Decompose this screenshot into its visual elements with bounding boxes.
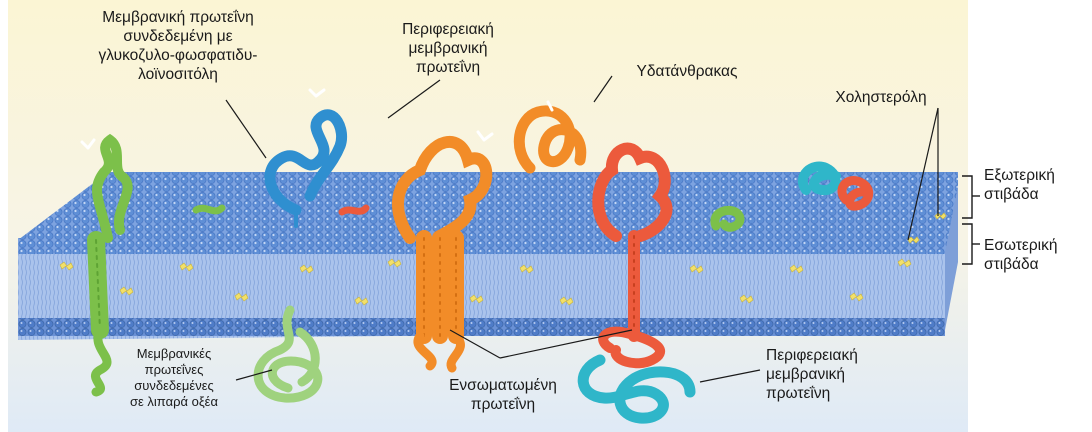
inner-leaflet-front-heads (18, 318, 945, 336)
label-outer-leaflet: Εξωτερική στιβάδα (984, 166, 1090, 204)
peripheral-protein-cyan-right (803, 167, 836, 191)
label-gpi-protein: Μεμβρανική πρωτεΐνη συνδεδεμένη με γλυκο… (60, 8, 296, 84)
peripheral-protein-red-right (842, 181, 869, 207)
label-fatty-acid-proteins: Μεμβρανικές πρωτεΐνες συνδεδεμένες σε λι… (112, 346, 236, 410)
label-peripheral-protein-top: Περιφερειακή μεμβρανική πρωτεΐνη (388, 20, 508, 77)
small-red-protein-left (342, 208, 366, 212)
label-inner-leaflet: Εσωτερική στιβάδα (984, 236, 1090, 274)
small-green-protein (196, 208, 222, 211)
label-cholesterol: Χοληστερόλη (806, 88, 956, 107)
label-integral-protein: Ενσωματωμένη πρωτεΐνη (428, 376, 578, 414)
label-carbohydrate: Υδατάνθρακας (612, 62, 762, 81)
label-peripheral-protein-bottom: Περιφερειακή μεμβρανική πρωτεΐνη (766, 346, 906, 403)
outer-leaflet-front-heads (18, 238, 945, 254)
